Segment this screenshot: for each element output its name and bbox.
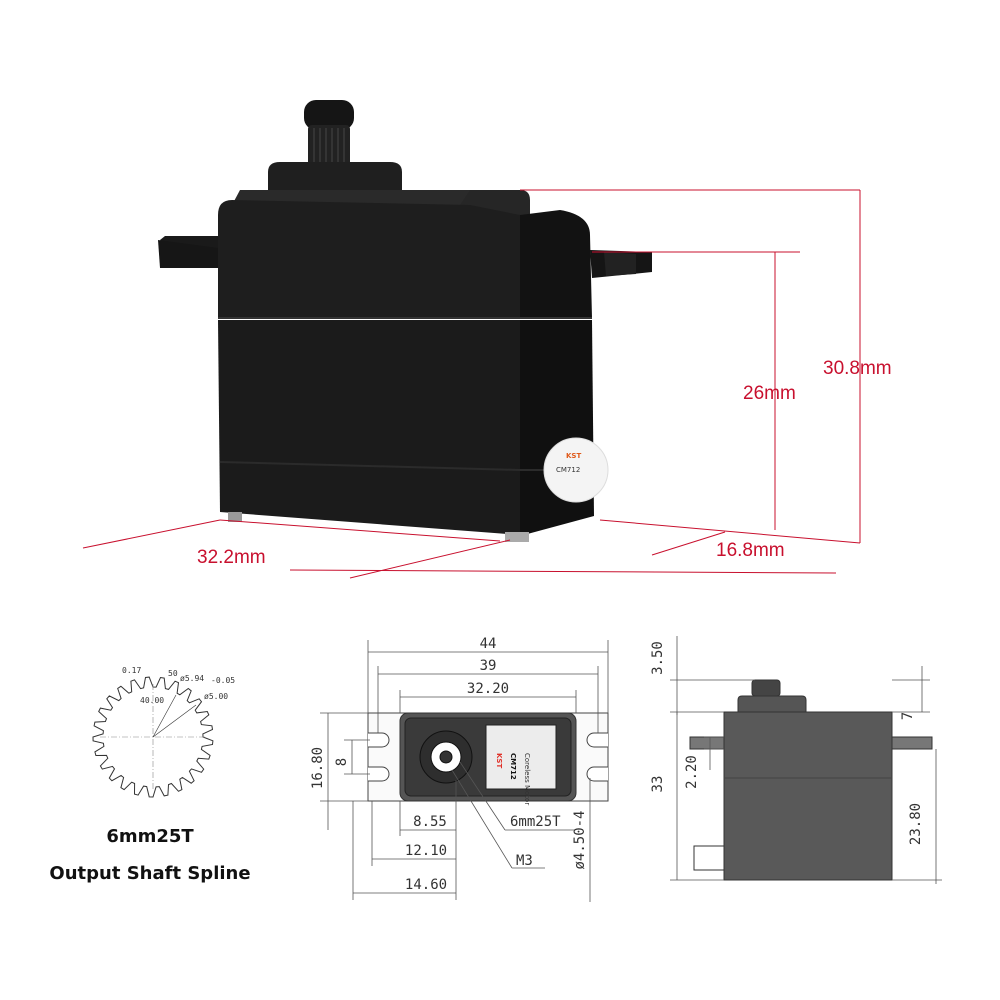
sticker-brand: KST (566, 452, 581, 460)
side-view-drawing (689, 679, 933, 881)
top-label-brand: KST (495, 753, 503, 768)
spline-pressure: 40.00 (140, 696, 164, 705)
spline-subtitle: Output Shaft Spline (49, 863, 250, 884)
side-view-dimension-lines (670, 636, 942, 884)
dim-shaft-b: 12.10 (405, 843, 447, 859)
dim-total-height-label: 30.8mm (823, 358, 892, 379)
spline-root-dia: ø5.00 (204, 692, 228, 701)
dim-shaft-c: 14.60 (405, 877, 447, 893)
photo-dimension-lines (82, 189, 861, 579)
dim-shaft-top: 3.50 (650, 641, 666, 675)
top-view-dimension-lines (320, 640, 609, 902)
dim-body-height-label: 26mm (743, 383, 796, 404)
spline-gear (92, 676, 214, 798)
dim-width-label: 16.8mm (716, 540, 785, 561)
top-view-drawing (367, 712, 609, 802)
spline-tip-tol: -0.05 (211, 676, 235, 685)
spline-angle: 50 (168, 669, 178, 678)
callout-screw: M3 (516, 853, 533, 869)
dim-height-16: 16.80 (310, 747, 326, 789)
dim-body-32: 32.20 (467, 681, 509, 697)
spline-title: 6mm25T (106, 826, 194, 847)
servo-photo: KST CM712 (158, 100, 652, 542)
top-label-sub: Coreless Motor (523, 753, 531, 805)
callout-hole: ø4.50-4 (572, 810, 588, 869)
spline-tip-dia: ø5.94 (180, 674, 204, 683)
dim-shaft-a: 8.55 (413, 814, 447, 830)
dim-depth-label: 32.2mm (197, 547, 266, 568)
dim-overall-44: 44 (480, 636, 497, 652)
top-label-model: CM712 (509, 753, 517, 780)
callout-spline: 6mm25T (510, 814, 561, 830)
sticker-model: CM712 (556, 466, 580, 474)
spline-pitch: 0.17 (122, 666, 141, 675)
dim-top-7: 7 (900, 712, 916, 720)
dim-mount-39: 39 (480, 658, 497, 674)
dim-tab: 2.20 (684, 755, 700, 789)
dim-lower: 23.80 (908, 803, 924, 845)
dim-hole-8: 8 (334, 758, 350, 766)
dim-total-33: 33 (650, 776, 666, 793)
